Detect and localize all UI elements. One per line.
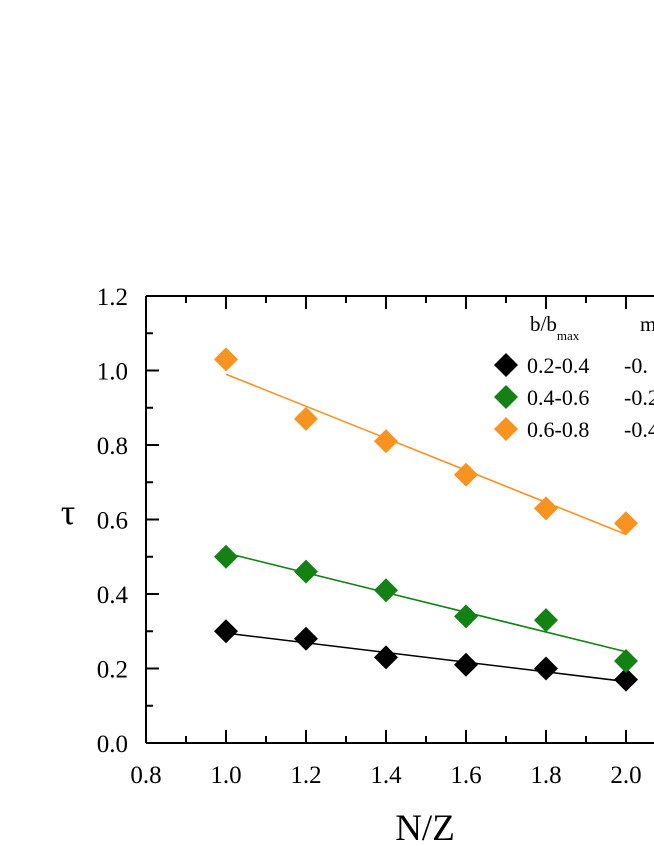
legend-marker <box>494 417 518 441</box>
legend-marker <box>494 385 518 409</box>
legend: b/bmax m 0.2-0.4 -0. 0.4-0.6 -0.2 0.6-0.8 -0.4 <box>494 312 654 442</box>
y-tick-label: 0.4 <box>97 582 129 609</box>
legend-series-name: 0.6-0.8 <box>527 417 589 442</box>
data-point <box>374 645 398 670</box>
legend-header-sub: max <box>557 328 580 343</box>
data-point <box>454 462 478 487</box>
data-point <box>454 652 478 677</box>
x-tick-label: 1.4 <box>370 762 402 789</box>
fit-line <box>225 373 627 536</box>
legend-marker <box>494 353 518 377</box>
y-axis-label: τ <box>61 492 75 532</box>
x-tick-label: 0.8 <box>130 762 161 789</box>
data-point <box>534 496 558 521</box>
data-markers <box>214 347 638 692</box>
data-point <box>214 619 238 644</box>
y-tick-label: 0.6 <box>97 508 128 535</box>
data-point <box>534 656 558 681</box>
x-tick-label: 1.6 <box>450 762 481 789</box>
y-tick-label: 0.0 <box>97 731 128 758</box>
data-point <box>294 626 318 651</box>
legend-series-name: 0.4-0.6 <box>527 385 589 410</box>
data-point <box>214 347 238 372</box>
data-point <box>214 544 238 569</box>
y-tick-label: 1.2 <box>97 284 128 311</box>
y-tick-label: 1.0 <box>97 359 128 386</box>
legend-header-slope: m <box>640 312 654 336</box>
fit-line <box>225 632 627 683</box>
x-tick-label: 1.2 <box>290 762 321 789</box>
legend-slope-value: -0.4 <box>624 417 654 442</box>
fit-lines <box>225 373 627 683</box>
legend-header-bbmax: b/bmax <box>530 312 580 343</box>
data-point <box>374 578 398 603</box>
x-tick-label: 1.0 <box>210 762 241 789</box>
data-point <box>534 608 558 633</box>
data-point <box>614 511 638 536</box>
data-point <box>294 406 318 431</box>
data-point <box>294 559 318 584</box>
legend-slope-value: -0.2 <box>624 385 654 410</box>
fit-line <box>225 552 627 653</box>
data-point <box>614 649 638 674</box>
x-tick-label: 1.8 <box>530 762 561 789</box>
y-tick-label: 0.8 <box>97 433 128 460</box>
legend-slope-value: -0. <box>624 353 648 378</box>
y-tick-label: 0.2 <box>97 657 128 684</box>
data-point <box>454 604 478 629</box>
data-point <box>374 429 398 454</box>
data-point <box>614 667 638 692</box>
x-tick-label: 2.0 <box>610 762 641 789</box>
legend-series-name: 0.2-0.4 <box>527 353 589 378</box>
x-axis-label: N/Z <box>395 808 455 846</box>
axes: 0.8 1.0 1.2 1.4 1.6 1.8 2.0 0.0 0.2 0.4 0.6 0.8 1.0 1… <box>97 284 654 789</box>
